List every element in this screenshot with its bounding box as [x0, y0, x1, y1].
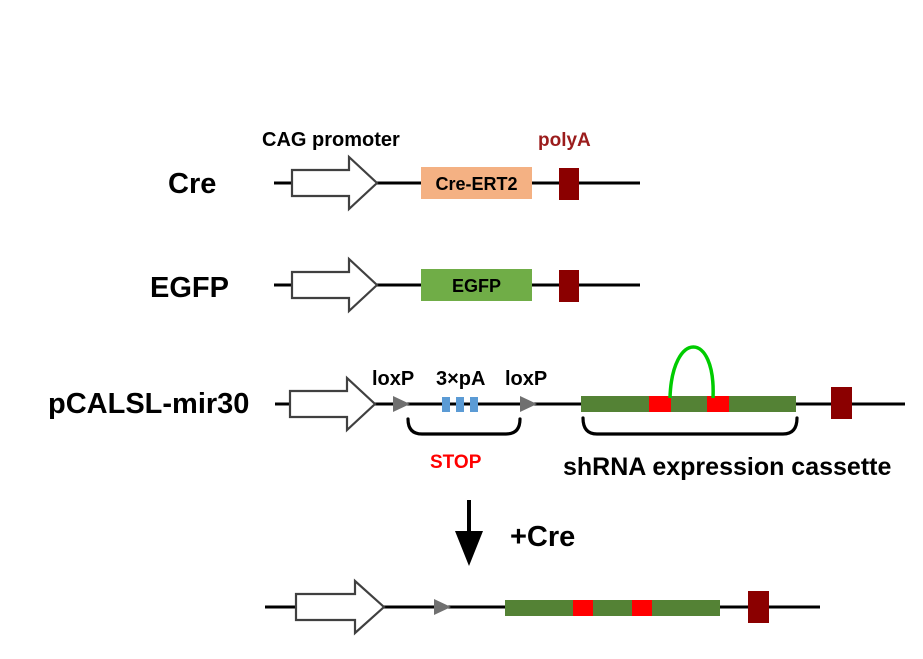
pa-block-1: [442, 397, 450, 412]
recombined-polya-block: [748, 591, 769, 623]
mir30-polya-block: [831, 387, 852, 419]
egfp-gene-label: EGFP: [452, 276, 501, 296]
loxp-right-triangle-icon: [520, 396, 537, 412]
egfp-construct: EGFP EGFP: [150, 256, 640, 314]
down-arrow-icon: [455, 531, 483, 566]
cag-promoter-arrow-icon: [290, 256, 379, 314]
cag-promoter-arrow-icon: [290, 154, 379, 212]
shrna-red-segment-left: [649, 396, 671, 412]
loxp-right-label: loxP: [505, 368, 547, 390]
cag-promoter-arrow-icon: [294, 578, 386, 636]
stop-label: STOP: [430, 452, 482, 473]
shrna-cassette-bar: [581, 396, 796, 412]
hairpin-loop-icon: [668, 345, 715, 399]
plus-cre-label: +Cre: [510, 521, 575, 553]
mir30-construct: pCALSL-mir30 loxP 3×pA loxP STOP shRNA e…: [48, 345, 905, 481]
egfp-box: [421, 269, 532, 301]
egfp-row-label: EGFP: [150, 272, 229, 304]
pa-block-3: [470, 397, 478, 412]
cre-ert2-box: [421, 167, 532, 199]
cassette-label: shRNA expression cassette: [563, 453, 891, 481]
recombined-red-segment-right: [632, 600, 652, 616]
mir30-row-label: pCALSL-mir30: [48, 388, 249, 420]
pa-label: 3×pA: [436, 368, 485, 390]
loxp-left-label: loxP: [372, 368, 414, 390]
shrna-red-segment-right: [707, 396, 729, 412]
cre-ert2-label: Cre-ERT2: [435, 174, 517, 194]
recombined-construct: [265, 578, 820, 636]
cre-construct: CAG promoter polyA Cre Cre-ERT2: [168, 129, 640, 212]
cassette-bracket: [581, 416, 799, 436]
loxp-left-triangle-icon: [393, 396, 410, 412]
pa-block-2: [456, 397, 464, 412]
recombined-shrna-bar: [505, 600, 720, 616]
loxp-triangle-icon: [434, 599, 451, 615]
recombined-red-segment-left: [573, 600, 593, 616]
cag-promoter-label: CAG promoter: [262, 129, 400, 151]
recombination-arrow: +Cre: [455, 500, 575, 566]
cre-row-label: Cre: [168, 168, 216, 200]
stop-bracket: [406, 417, 522, 436]
polya-label: polyA: [538, 130, 591, 151]
egfp-polya-block: [559, 270, 579, 302]
cre-polya-block: [559, 168, 579, 200]
cag-promoter-arrow-icon: [288, 375, 377, 433]
